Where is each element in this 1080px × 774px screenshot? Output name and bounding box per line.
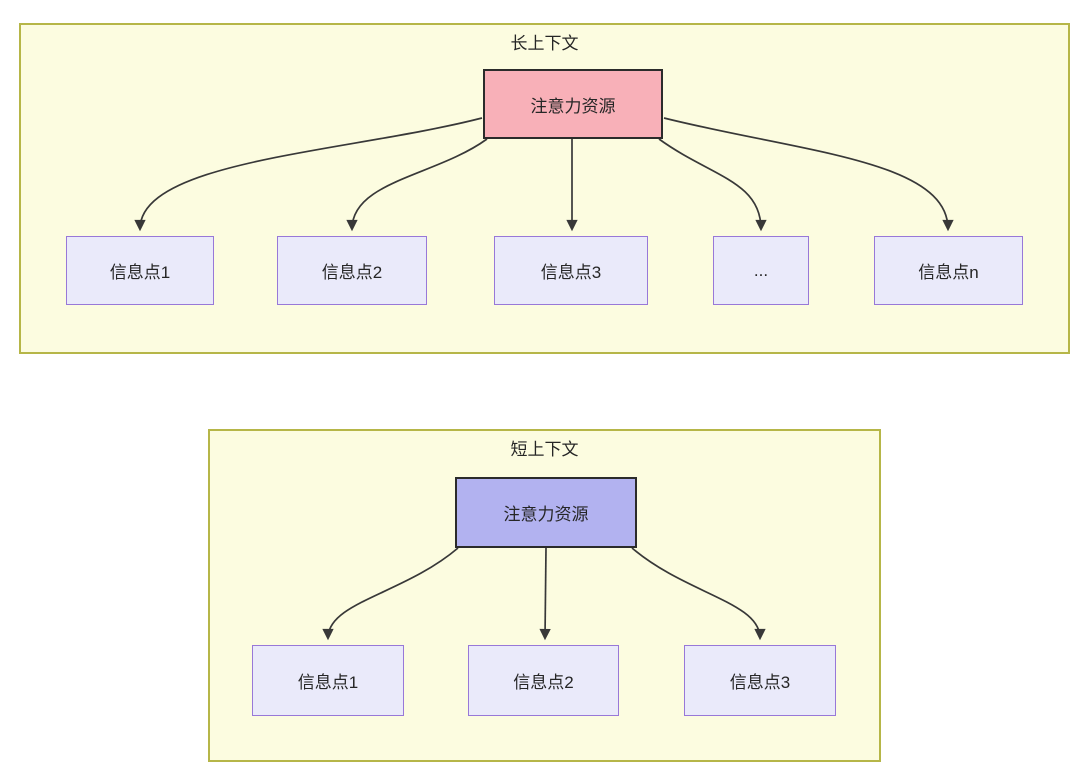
long-context-title: 长上下文 [510,34,579,53]
node-label: 注意力资源 [503,505,589,524]
node-label: 信息点3 [540,263,602,282]
attention-resource-node-long: 注意力资源 [483,69,663,139]
info-node-n: 信息点n [874,236,1023,305]
node-label: 信息点1 [109,263,171,282]
attention-resource-node-short: 注意力资源 [455,477,637,548]
info-node-1: 信息点1 [66,236,214,305]
short-info-node-1: 信息点1 [252,645,404,716]
info-node-3: 信息点3 [494,236,648,305]
node-label: 信息点n [918,263,979,282]
node-label: ... [753,260,769,280]
node-label: 信息点3 [729,673,791,692]
short-context-title: 短上下文 [510,440,579,459]
info-node-ellipsis: ... [713,236,809,305]
info-node-2: 信息点2 [277,236,427,305]
node-label: 信息点1 [297,673,359,692]
short-info-node-3: 信息点3 [684,645,836,716]
node-label: 信息点2 [513,673,574,692]
short-info-node-2: 信息点2 [468,645,619,716]
node-label: 注意力资源 [530,96,616,116]
node-label: 信息点2 [321,263,383,282]
